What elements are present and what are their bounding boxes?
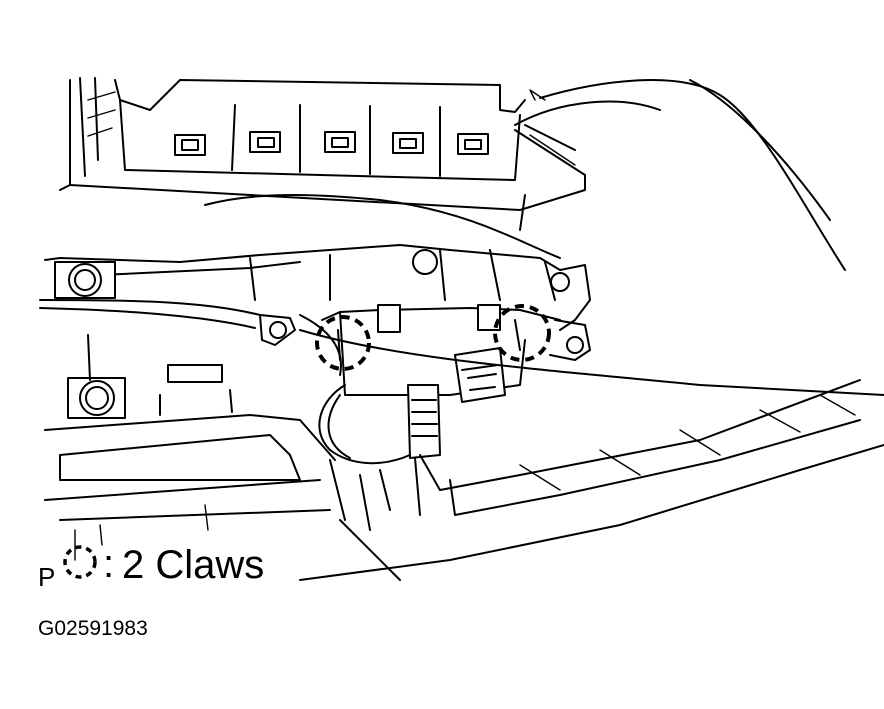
claw-marker-right <box>493 304 551 362</box>
seat-rail <box>44 329 884 581</box>
legend-colon: : <box>103 542 114 586</box>
legend-label: 2 Claws <box>122 543 264 587</box>
fabric-fold <box>204 194 561 259</box>
harness-connector <box>318 384 441 516</box>
seat-cushion <box>514 79 846 271</box>
sensor-connector <box>454 347 506 403</box>
bolt-lower-left <box>67 377 126 419</box>
legend-claw-icon <box>63 545 97 579</box>
legend-marker-letter: P <box>38 562 55 592</box>
upper-frame <box>59 77 586 211</box>
frame-slots <box>174 131 489 156</box>
sensor-body <box>321 304 591 396</box>
legend: P : 2 Claws <box>38 542 264 592</box>
claw-marker-left <box>315 315 371 371</box>
wire-harness <box>39 299 342 376</box>
bracket-slots <box>87 334 233 416</box>
sensor-bracket <box>44 244 591 331</box>
bolt-upper-left <box>54 261 116 299</box>
figure-code: G02591983 <box>38 617 148 640</box>
claw-markers <box>315 304 551 371</box>
